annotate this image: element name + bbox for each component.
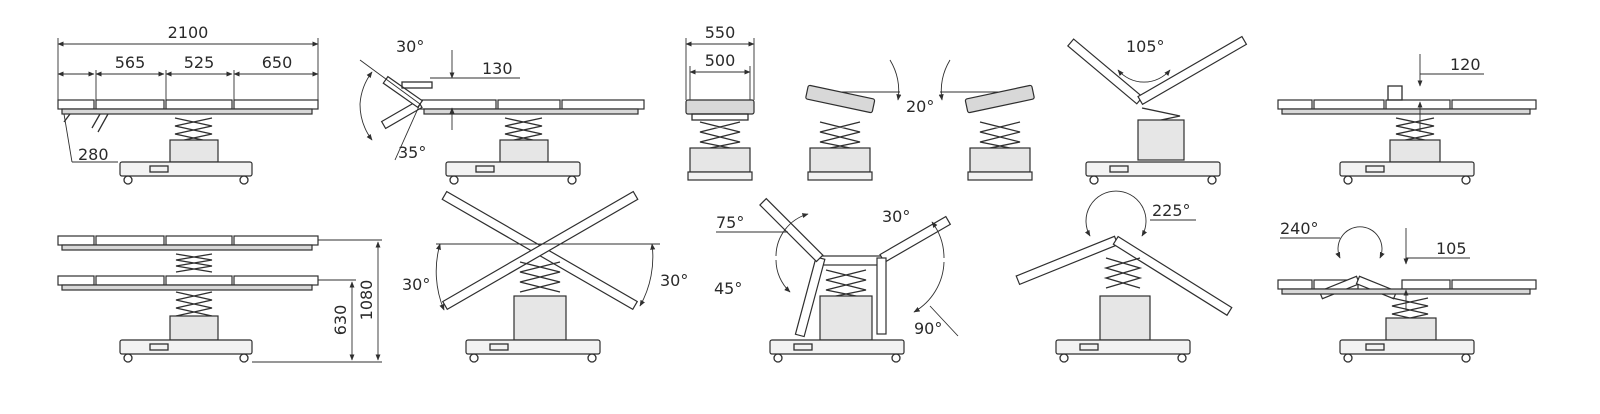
leg-section-down: [876, 257, 887, 335]
back-section-length-label: 525: [184, 53, 215, 72]
view-section-angles: 75° 45° 30° 90°: [714, 197, 959, 363]
reflex-angle-label: 240°: [1280, 219, 1319, 238]
leg-up-angle-label: 30°: [882, 207, 910, 226]
view-kidney-lift: 120: [1277, 54, 1537, 185]
reverse-trendelenburg-top: [441, 190, 639, 311]
frame-rail: [61, 108, 313, 115]
view-side-length: 2100 565 525 650 280: [57, 23, 319, 185]
head-down-angle-label: 35°: [398, 143, 426, 162]
tilted-top-right: [805, 84, 876, 114]
tabletop-end: [685, 99, 755, 115]
base: [119, 161, 253, 177]
leg-pad: [233, 99, 319, 110]
view-height-range: 630 1080: [57, 235, 382, 363]
tilted-top-left: [964, 84, 1035, 114]
view-flex: 225°: [1015, 190, 1233, 363]
seat-section: [819, 255, 883, 266]
head-height-label: 130: [482, 59, 513, 78]
reflex-height-label: 105: [1436, 239, 1467, 258]
view-trendelenburg: 30° 30°: [402, 190, 688, 363]
head-rest-length-label: 280: [78, 145, 109, 164]
caster: [239, 175, 249, 185]
caster: [123, 175, 133, 185]
outer-width-label: 550: [705, 23, 736, 42]
trendelenburg-left-angle-label: 30°: [402, 275, 430, 294]
total-length-label: 2100: [168, 23, 209, 42]
leg-down-angle-label: 90°: [914, 319, 942, 338]
view-head-tilt: 30° 35° 130: [359, 37, 645, 185]
head-section-length-label: 565: [115, 53, 146, 72]
leg-section-raised: [1137, 35, 1248, 106]
kidney-lift-height-label: 120: [1450, 55, 1481, 74]
view-front-width: 550 500: [685, 23, 755, 181]
view-back-fold: 105°: [1066, 35, 1248, 185]
trendelenburg-right-angle-label: 30°: [660, 271, 688, 290]
back-down-angle-label: 45°: [714, 279, 742, 298]
back-fold-angle-label: 105°: [1126, 37, 1165, 56]
kidney-bridge: [1387, 85, 1403, 101]
flex-right-section: [1112, 235, 1233, 317]
back-up-angle-label: 75°: [716, 213, 744, 232]
lateral-tilt-angle-label: 20°: [906, 97, 934, 116]
inner-width-label: 500: [705, 51, 736, 70]
leg-section-length-label: 650: [262, 53, 293, 72]
head-up-angle-label: 30°: [396, 37, 424, 56]
back-section-down: [759, 197, 824, 263]
flex-left-section: [1015, 235, 1119, 286]
column: [169, 139, 219, 163]
min-height-label: 630: [331, 305, 350, 336]
max-height-label: 1080: [357, 280, 376, 321]
flex-angle-label: 225°: [1152, 201, 1191, 220]
back-upper-pad: [95, 99, 165, 110]
view-lateral-tilt: 20°: [805, 59, 1035, 181]
back-lower-pad: [165, 99, 233, 110]
head-pad: [57, 99, 95, 110]
view-reflex: 240° 105: [1277, 219, 1537, 363]
